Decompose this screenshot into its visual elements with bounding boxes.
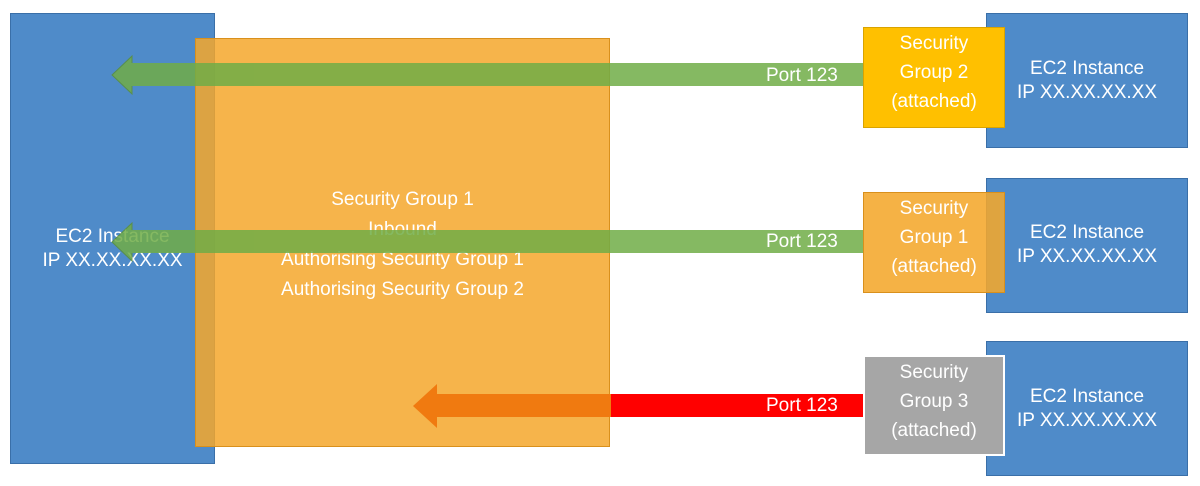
port-label-row-3: Port 123 bbox=[766, 395, 838, 416]
sg-label-line: Group 1 bbox=[899, 227, 969, 248]
arrow-row-3 bbox=[413, 384, 864, 428]
sg-label-line: Security bbox=[899, 33, 969, 54]
arrow-row-2 bbox=[111, 221, 864, 263]
sg-label-line: Group 2 bbox=[899, 62, 969, 83]
sg-label-line: (attached) bbox=[891, 256, 977, 277]
arrow-shaft bbox=[150, 63, 864, 86]
instance-ip: IP XX.XX.XX.XX bbox=[1016, 82, 1158, 103]
security-group-2-attached: Security Group 2 (attached) bbox=[863, 27, 1005, 128]
arrow-shaft-denied bbox=[610, 394, 864, 417]
port-label-row-2: Port 123 bbox=[766, 231, 838, 252]
sg-label-line: (attached) bbox=[891, 91, 977, 112]
arrow-shaft bbox=[435, 394, 611, 417]
sg-label-line: (attached) bbox=[891, 420, 977, 441]
sg-rule-line: Authorising Security Group 1 bbox=[281, 249, 524, 270]
arrow-head bbox=[111, 54, 133, 96]
arrow-shaft bbox=[150, 230, 864, 253]
ec2-instance-row-3: EC2 Instance IP XX.XX.XX.XX bbox=[986, 341, 1188, 476]
arrow-head bbox=[413, 384, 437, 428]
ec2-instance-row-2: EC2 Instance IP XX.XX.XX.XX bbox=[986, 178, 1188, 313]
sg-rule-line: Security Group 1 bbox=[331, 189, 474, 210]
arrow-shaft-join bbox=[130, 230, 152, 253]
sg-label-line: Security bbox=[899, 198, 969, 219]
ec2-instance-row-1: EC2 Instance IP XX.XX.XX.XX bbox=[986, 13, 1188, 148]
instance-ip: IP XX.XX.XX.XX bbox=[1016, 246, 1158, 267]
security-group-1-attached: Security Group 1 (attached) bbox=[863, 192, 1005, 293]
port-label-row-1: Port 123 bbox=[766, 65, 838, 86]
sg-label-line: Group 3 bbox=[899, 391, 969, 412]
instance-ip: IP XX.XX.XX.XX bbox=[1016, 410, 1158, 431]
security-group-3-attached: Security Group 3 (attached) bbox=[863, 355, 1005, 456]
instance-title: EC2 Instance bbox=[1029, 58, 1145, 79]
instance-ip: IP XX.XX.XX.XX bbox=[42, 250, 183, 271]
instance-title: EC2 Instance bbox=[1029, 386, 1145, 407]
arrow-shaft-join bbox=[130, 63, 152, 86]
arrow-row-1 bbox=[111, 54, 864, 96]
instance-title: EC2 Instance bbox=[1029, 222, 1145, 243]
sg-rule-line: Authorising Security Group 2 bbox=[281, 279, 524, 300]
arrow-head bbox=[111, 221, 133, 263]
sg-label-line: Security bbox=[899, 362, 969, 383]
